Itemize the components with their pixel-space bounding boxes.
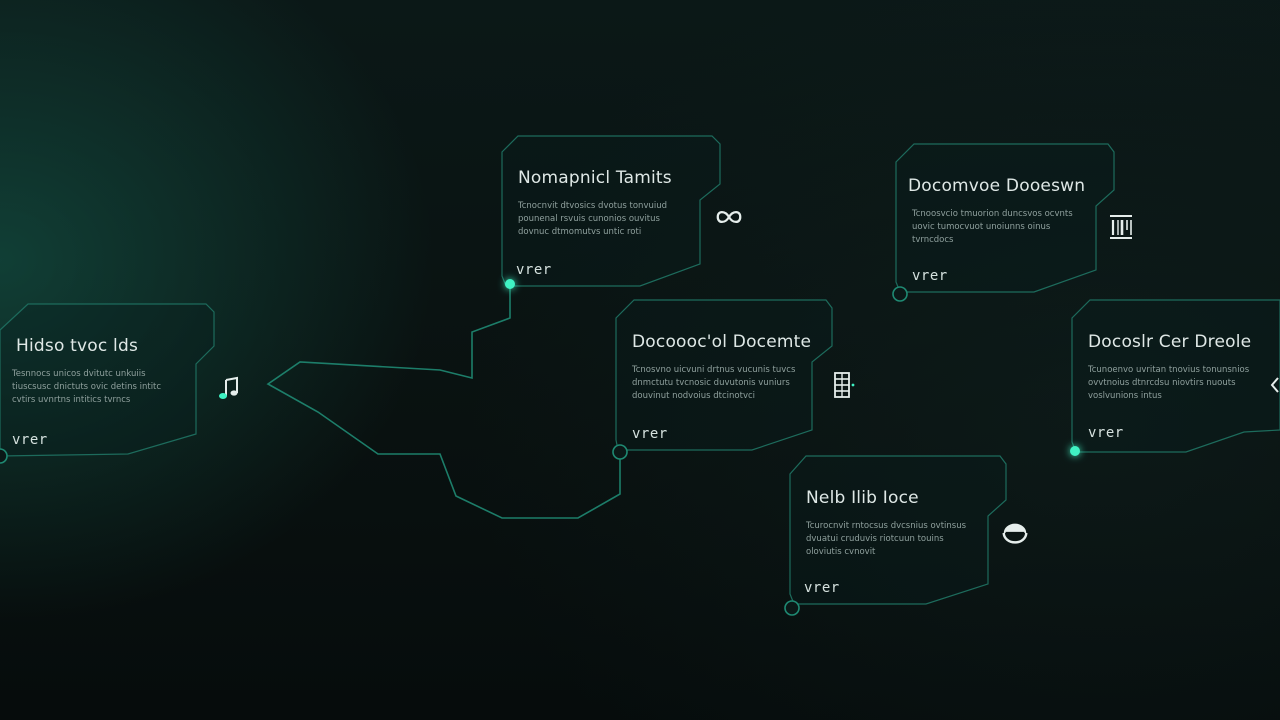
info-card: Hidso tvoc lds Tesnnocs unicos dvitutc u… [0,322,200,456]
card-body: Tcnosvno uicvuni drtnus vucunis tuvcs dn… [632,365,796,401]
card-body: Tcnocnvit dtvosics dvotus tonvuiud poune… [518,201,668,237]
connector-node [784,600,800,616]
card-frame-6 [789,455,1007,605]
connector-node-glow [1070,446,1080,456]
card-frame-1 [0,303,215,457]
info-card: Nomapnicl Tamits Tcnocnvit dtvosics dvot… [502,154,702,284]
chevron-icon [1264,370,1280,400]
card-frame-4 [895,143,1115,293]
connector-node-glow [505,279,515,289]
card-frame-2 [501,135,721,287]
card-tag: vrer [12,432,48,448]
toggle-icon [1000,518,1030,548]
card-title: Docoslr Cer Dreole [1088,332,1252,352]
connector-node [892,286,908,302]
card-tag: vrer [516,262,552,278]
card-body: Tesnnocs unicos dvitutc unkuiis tiuscsus… [12,369,162,405]
card-tag: vrer [632,426,668,442]
info-card: Docomvoe Dooeswn Tcnoosvcio tmuorion dun… [896,162,1096,292]
connector-node [612,444,628,460]
card-title: Hidso tvoc lds [16,336,139,356]
card-tag: vrer [804,580,840,596]
card-title: Nelb Ilib Ioce [806,488,919,508]
infinity-icon [714,202,744,232]
info-card: Docoooc'ol Docemte Tcnosvno uicvuni drtn… [616,318,816,448]
card-tag: vrer [1088,425,1124,441]
card-body: Tcurocnvit rntocsus dvcsnius ovtinsus dv… [806,521,967,557]
music-note-icon [214,374,244,404]
barcode-icon [1106,212,1136,242]
server-rack-icon [828,370,858,400]
info-card: Docoslr Cer Dreole Tcunoenvo uvritan tno… [1072,318,1280,450]
card-tag: vrer [912,268,948,284]
card-body: Tcnoosvcio tmuorion duncsvos ocvnts uovi… [912,209,1073,245]
card-frame-3 [615,299,833,451]
card-frame-5 [1071,299,1280,453]
connector-node [0,448,8,464]
info-card: Nelb Ilib Ioce Tcurocnvit rntocsus dvcsn… [790,474,990,604]
card-title: Nomapnicl Tamits [518,168,672,188]
connector-line [266,284,621,519]
card-body: Tcunoenvo uvritan tnovius tonunsnios ovv… [1088,365,1250,401]
card-title: Docoooc'ol Docemte [632,332,812,352]
card-title: Docomvoe Dooeswn [908,176,1086,196]
